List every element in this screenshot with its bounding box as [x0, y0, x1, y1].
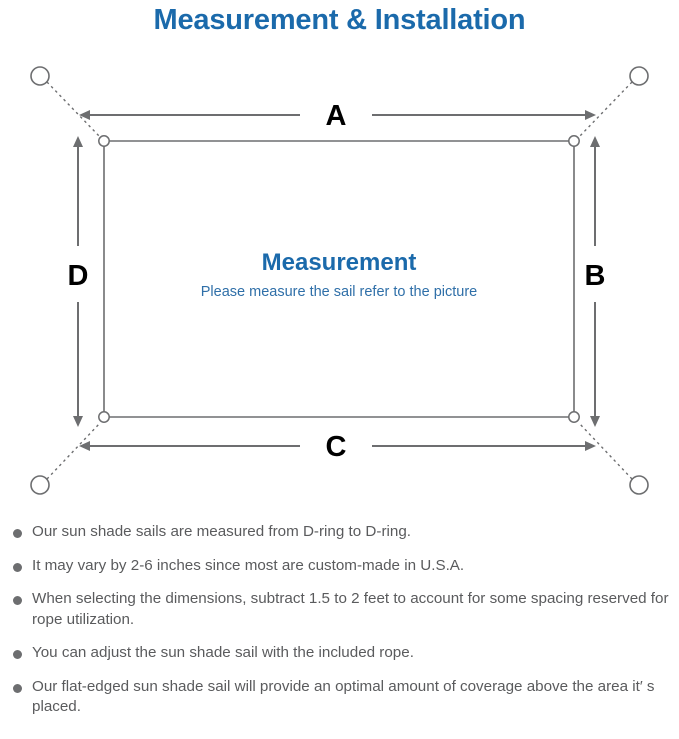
- diagram-center-title: Measurement: [262, 249, 417, 276]
- dimension-label-a: A: [326, 100, 347, 132]
- list-item: Our flat-edged sun shade sail will provi…: [0, 677, 679, 718]
- notes-list: Our sun shade sails are measured from D-…: [0, 522, 679, 731]
- anchor-points: [30, 66, 649, 495]
- bullet-icon: [13, 650, 22, 659]
- diagram-center-subtitle: Please measure the sail refer to the pic…: [201, 284, 477, 300]
- list-item: When selecting the dimensions, subtract …: [0, 589, 679, 630]
- rope-line-bottom-left: [46, 422, 101, 480]
- d-rings: [98, 135, 580, 423]
- note-text: You can adjust the sun shade sail with t…: [32, 644, 414, 661]
- sail-outline: [103, 140, 575, 418]
- rope-lines: [46, 81, 633, 480]
- dimension-label-d: D: [68, 260, 89, 292]
- anchor-bottom-right-icon: [629, 475, 649, 495]
- list-item: Our sun shade sails are measured from D-…: [0, 522, 679, 543]
- d-ring-top-right-icon: [568, 135, 580, 147]
- d-ring-top-left-icon: [98, 135, 110, 147]
- bullet-icon: [13, 683, 22, 693]
- rope-line-bottom-right: [578, 422, 633, 480]
- note-text: When selecting the dimensions, subtract …: [32, 590, 669, 628]
- rope-line-top-right: [578, 81, 633, 138]
- anchor-bottom-left-icon: [30, 475, 50, 495]
- d-ring-bottom-left-icon: [98, 411, 110, 423]
- note-text: Our sun shade sails are measured from D-…: [32, 523, 411, 540]
- note-text: Our flat-edged sun shade sail will provi…: [32, 677, 655, 716]
- rope-line-top-left: [46, 81, 101, 138]
- page-title: Measurement & Installation: [153, 4, 526, 36]
- list-item: It may vary by 2-6 inches since most are…: [0, 556, 679, 577]
- bullet-icon: [13, 529, 22, 538]
- anchor-top-right-icon: [629, 66, 649, 86]
- d-ring-bottom-right-icon: [568, 411, 580, 423]
- dimension-label-b: B: [585, 260, 606, 292]
- anchor-top-left-icon: [30, 66, 50, 86]
- bullet-icon: [13, 562, 22, 572]
- note-text: It may vary by 2-6 inches since most are…: [32, 556, 465, 574]
- dimension-label-c: C: [326, 431, 347, 463]
- bullet-icon: [13, 596, 22, 605]
- list-item: You can adjust the sun shade sail with t…: [0, 643, 679, 664]
- measurement-diagram: A C D B Measurement Please measure the s…: [0, 44, 679, 514]
